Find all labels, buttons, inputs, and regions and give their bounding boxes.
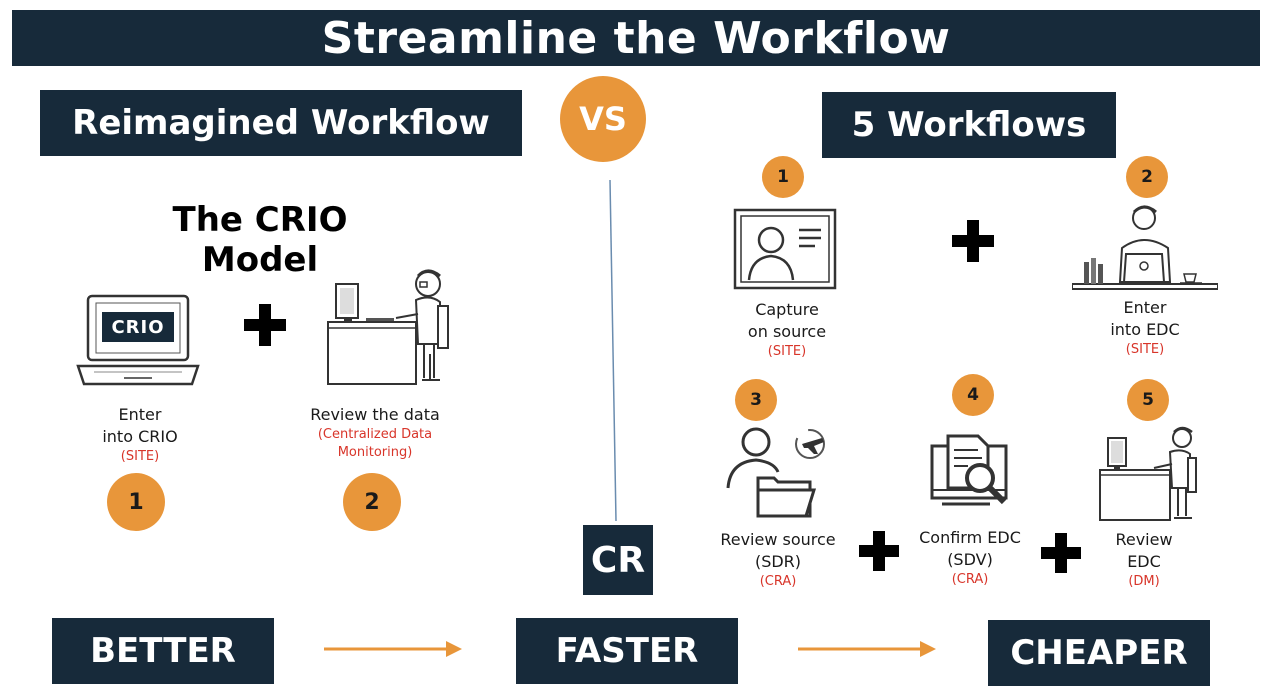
plus-icon — [1038, 530, 1084, 576]
step-caption: Enter into CRIO (SITE) — [70, 404, 210, 466]
plus-icon — [856, 528, 902, 574]
id-card-icon — [733, 208, 837, 290]
arrow-right-icon — [324, 641, 462, 657]
role-label: (SITE) — [767, 344, 807, 359]
five-workflows-header: 5 Workflows — [822, 92, 1116, 158]
role-label: (Centralized Data — [317, 427, 433, 442]
step-caption: Enter into EDC (SITE) — [1090, 297, 1200, 359]
caption-line: into CRIO — [102, 427, 178, 446]
role-label: (CRA) — [759, 574, 797, 589]
caption-line: Capture — [755, 300, 819, 319]
caption-line: Enter — [118, 405, 162, 424]
step-number-badge: 3 — [735, 379, 777, 421]
person-with-laptop-icon — [1071, 202, 1219, 294]
caption-line: Enter — [1123, 298, 1167, 317]
step-number-badge: 2 — [343, 473, 401, 531]
laptop-crio-logo: CRIO — [102, 312, 174, 342]
caption-line: into EDC — [1110, 320, 1180, 339]
step-caption: Confirm EDC (SDV) (CRA) — [900, 527, 1040, 589]
reviewer-at-desk-icon — [326, 266, 454, 386]
caption-line: Confirm EDC — [919, 528, 1021, 547]
better-label: BETTER — [52, 618, 274, 684]
document-search-icon — [928, 432, 1014, 512]
step-caption: Review source (SDR) (CRA) — [708, 529, 848, 591]
arrow-right-icon — [798, 641, 936, 657]
person-with-folder-icon — [722, 426, 834, 518]
caption-line: Review source — [720, 530, 836, 549]
page-title: Streamline the Workflow — [12, 10, 1260, 66]
role-label: (SITE) — [120, 449, 160, 464]
step-number-badge: 1 — [762, 156, 804, 198]
reviewer-at-desk-icon — [1098, 424, 1200, 522]
step-number-badge: 4 — [952, 374, 994, 416]
reimagined-workflow-header: Reimagined Workflow — [40, 90, 522, 156]
center-divider — [609, 179, 617, 522]
plus-icon — [948, 216, 998, 266]
crio-model-title: The CRIO Model — [172, 200, 348, 280]
caption-line: EDC — [1127, 552, 1161, 571]
step-caption: Review EDC (DM) — [1094, 529, 1194, 591]
caption-line: (SDV) — [947, 550, 993, 569]
caption-line: Review — [1115, 530, 1173, 549]
role-label: (SITE) — [1125, 342, 1165, 357]
crio-logo: CR — [583, 525, 653, 595]
step-number-badge: 1 — [107, 473, 165, 531]
step-caption: Review the data (Centralized Data Monito… — [290, 404, 460, 462]
plus-icon — [240, 300, 290, 350]
role-label: (DM) — [1128, 574, 1160, 589]
caption-line: (SDR) — [754, 552, 802, 571]
step-number-badge: 5 — [1127, 379, 1169, 421]
step-caption: Capture on source (SITE) — [722, 299, 852, 361]
vs-badge: VS — [560, 76, 646, 162]
faster-label: FASTER — [516, 618, 738, 684]
cheaper-label: CHEAPER — [988, 620, 1210, 686]
laptop-icon: CRIO — [76, 292, 200, 388]
step-number-badge: 2 — [1126, 156, 1168, 198]
caption-line: Review the data — [310, 405, 440, 424]
role-label: (CRA) — [951, 572, 989, 587]
role-label: Monitoring) — [337, 445, 413, 460]
caption-line: on source — [747, 322, 827, 341]
